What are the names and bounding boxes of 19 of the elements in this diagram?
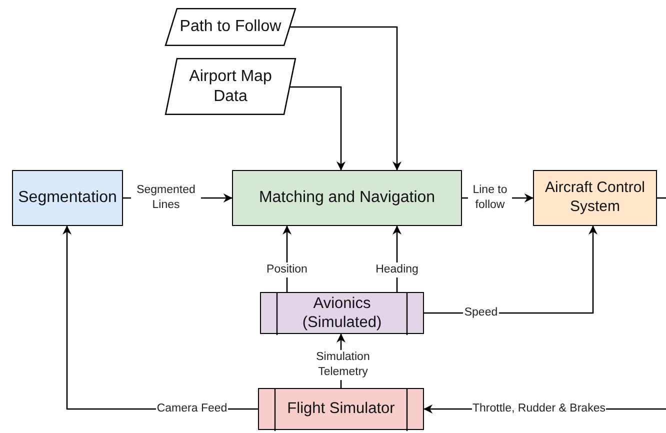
node-label: Avionics (Simulated) bbox=[301, 294, 383, 332]
process-box bbox=[12, 170, 123, 226]
node-label: Segmentation bbox=[18, 188, 117, 208]
subprocess-box bbox=[260, 292, 424, 334]
arrow bbox=[290, 86, 346, 170]
node-label: Matching and Navigation bbox=[258, 188, 436, 208]
node-label: Path to Follow bbox=[180, 17, 282, 37]
node-label: Airport Map Data bbox=[188, 66, 273, 106]
edge-label: Speed bbox=[463, 306, 499, 320]
input-parallelogram bbox=[165, 58, 296, 115]
input-parallelogram bbox=[165, 8, 296, 46]
process-box bbox=[232, 170, 462, 226]
edge-label: Position bbox=[266, 262, 308, 278]
process-box bbox=[533, 170, 657, 226]
edge-label: Heading bbox=[374, 262, 420, 278]
subprocess-box bbox=[258, 388, 424, 430]
arrow bbox=[290, 26, 402, 170]
node-label: Aircraft Control System bbox=[544, 179, 646, 217]
node-label: Flight Simulator bbox=[287, 399, 395, 419]
